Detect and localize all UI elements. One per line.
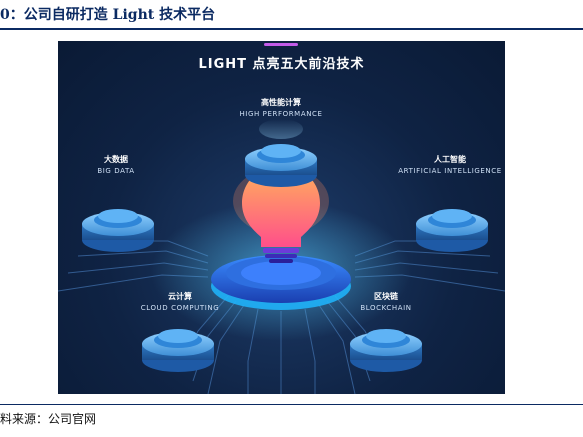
label-cn: 云计算 [167, 292, 192, 301]
label-cn: 人工智能 [434, 155, 466, 164]
lightbulb-icon [233, 166, 329, 263]
label-en: BIG DATA [97, 167, 135, 175]
label-en: CLOUD COMPUTING [140, 304, 220, 312]
figure-title: 0：公司自研打造 Light 技术平台 [0, 7, 216, 23]
label-en: BLOCKCHAIN [360, 304, 412, 312]
tech-diagram-panel: LIGHT 点亮五大前沿技术 高性能计算 HIGH PERFORMANCE 大数… [58, 41, 505, 394]
label-high-performance: 高性能计算 HIGH PERFORMANCE [239, 97, 322, 120]
label-en: HIGH PERFORMANCE [239, 110, 323, 118]
node-cloud-computing [142, 329, 214, 372]
label-cn: 大数据 [103, 155, 128, 164]
node-big-data [82, 209, 154, 252]
accent-bar [264, 43, 298, 46]
label-big-data: 大数据 BIG DATA [97, 154, 134, 177]
label-en: ARTIFICIAL INTELLIGENCE [398, 167, 502, 175]
bottom-rule [0, 404, 583, 405]
diagram-graphics [58, 119, 505, 394]
node-high-performance [245, 119, 317, 187]
label-cloud-computing: 云计算 CLOUD COMPUTING [141, 291, 220, 314]
diagram-title: LIGHT 点亮五大前沿技术 [198, 57, 365, 72]
top-rule [0, 28, 583, 30]
node-artificial-intelligence [416, 209, 488, 252]
label-blockchain: 区块链 BLOCKCHAIN [360, 291, 411, 314]
node-blockchain [350, 329, 422, 372]
label-cn: 高性能计算 [261, 98, 301, 107]
source-note: 料来源：公司官网 [0, 412, 97, 426]
label-cn: 区块链 [374, 292, 398, 301]
center-platform [211, 255, 351, 310]
label-artificial-intelligence: 人工智能 ARTIFICIAL INTELLIGENCE [398, 154, 502, 177]
